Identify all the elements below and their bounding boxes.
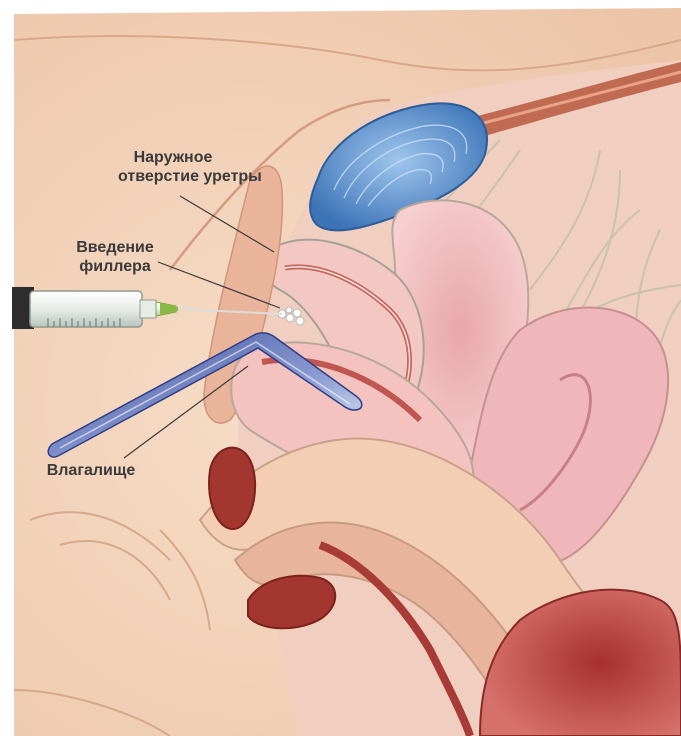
syringe-barrel <box>30 291 142 327</box>
label-filler-line2: филлера <box>60 257 170 276</box>
label-vagina: Влагалище <box>36 461 146 480</box>
label-urethra-line1: Наружное <box>118 148 228 167</box>
label-urethra-line2: отверстие уретры <box>118 167 228 186</box>
label-external-urethral-opening: Наружное отверстие уретры <box>118 148 228 186</box>
label-filler-injection: Введение филлера <box>60 238 170 276</box>
label-filler-line1: Введение <box>60 238 170 257</box>
syringe-tip <box>140 300 156 318</box>
clitoral-body <box>209 448 255 529</box>
